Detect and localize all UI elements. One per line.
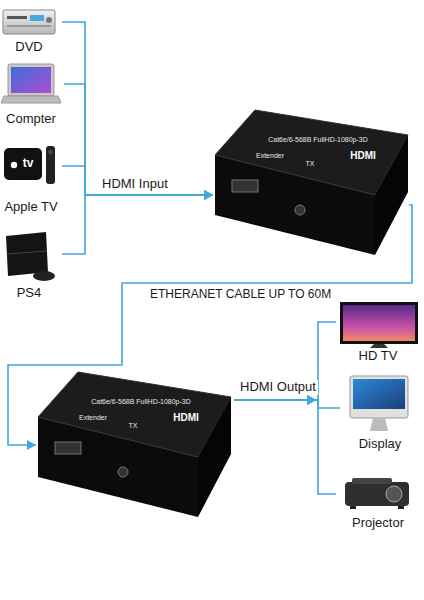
device-label: Projector <box>352 516 404 531</box>
device-label: TX <box>306 160 315 168</box>
connector-line <box>234 322 336 400</box>
projector-foot <box>350 506 356 509</box>
power-jack <box>118 467 128 477</box>
arrowhead <box>204 190 213 200</box>
remote-button <box>48 150 53 155</box>
device-label: Extender <box>79 414 107 422</box>
display-screen <box>353 379 405 409</box>
projector-icon <box>345 478 409 509</box>
device-label: Display <box>359 437 402 452</box>
extender-top <box>38 372 231 457</box>
power-jack <box>295 205 305 215</box>
extender-side <box>375 135 408 255</box>
arrowhead <box>307 395 316 405</box>
laptop-base <box>1 96 61 103</box>
display-icon <box>350 376 408 431</box>
apple-tv-box <box>4 148 42 180</box>
connector-line <box>234 400 336 494</box>
device-label: DVD <box>15 40 42 55</box>
arrowhead <box>204 190 213 200</box>
hd-tv-icon <box>340 302 418 348</box>
hdmi-connector <box>62 190 213 254</box>
device-label: Apple TV <box>4 200 57 215</box>
extender-tx-illustration <box>215 110 408 255</box>
device-label: PS4 <box>17 286 42 301</box>
display-device: Display <box>340 372 422 454</box>
connector-line <box>8 205 412 445</box>
projector-lens <box>386 486 402 502</box>
tv-screen <box>343 305 415 341</box>
arrowhead <box>204 190 213 200</box>
device-label: HD TV <box>359 349 398 364</box>
apple-logo <box>11 162 17 168</box>
connector-label: HDMI Input <box>100 177 170 192</box>
device-label: Extender <box>256 152 284 160</box>
extender-top <box>215 110 408 195</box>
dvd-display <box>30 15 44 21</box>
ps4-groove <box>7 251 47 254</box>
hdmi-port <box>232 180 258 192</box>
hdmi-connector <box>234 322 336 405</box>
display-device: Projector <box>336 464 422 534</box>
connector-label: HDMI Output <box>238 380 318 395</box>
projector-top <box>352 478 392 484</box>
display-device: HD TV <box>336 298 422 368</box>
arrowhead <box>27 440 36 450</box>
printed-text: Cat6e/6-568B FullHD-1080p-3D <box>268 136 368 144</box>
hdmi-connector <box>64 84 213 200</box>
display-stand <box>370 418 388 431</box>
arrowhead <box>307 395 316 405</box>
hdmi-connector <box>8 205 412 450</box>
device-label: HDMI <box>350 150 376 162</box>
hdmi-port <box>55 442 81 454</box>
projector-body <box>345 482 409 506</box>
projector-foot <box>398 506 404 509</box>
connector-line <box>62 195 213 254</box>
ps4-controller <box>33 271 55 281</box>
extender-transmitter: Cat6e/6-568B FullHD-1080p-3D HDMI Extender… <box>213 108 409 256</box>
source-device: DVD <box>0 4 62 60</box>
laptop-screen <box>11 67 51 93</box>
source-device: tvApple TV <box>0 144 62 222</box>
dvd-trim <box>7 25 51 27</box>
dvd-knob <box>46 17 52 23</box>
ps4-icon <box>6 232 55 281</box>
tv-stand <box>370 344 388 348</box>
source-device: PS4 <box>0 228 62 304</box>
connector-label: ETHERANET CABLE UP TO 60M <box>148 288 333 302</box>
connector-line <box>62 166 213 195</box>
laptop-lid <box>8 64 54 96</box>
laptop-icon <box>1 64 61 103</box>
arrowhead <box>307 395 316 405</box>
extender-receiver: Cat6e/6-568B FullHD-1080p-3D HDMI Extender… <box>36 370 234 519</box>
printed-text: tv <box>23 157 34 171</box>
connector-line <box>62 22 213 195</box>
connector-line <box>234 400 340 408</box>
hdmi-connector <box>234 395 340 408</box>
apple-tv-remote <box>46 146 55 184</box>
device-label: Compter <box>6 112 56 127</box>
hdmi-connector <box>234 395 336 494</box>
extender-rx-illustration <box>38 372 231 517</box>
tv-frame <box>340 302 418 344</box>
printed-text: Cat6e/6-568B FullHD-1080p-3D <box>91 398 191 406</box>
apple-tv-icon <box>4 146 55 184</box>
ps4-console <box>6 232 48 276</box>
device-label: HDMI <box>173 412 199 424</box>
device-label: TX <box>129 422 138 430</box>
display-frame <box>350 376 408 418</box>
extender-side <box>198 397 231 517</box>
dvd-slot <box>7 16 27 19</box>
arrowhead <box>204 190 213 200</box>
hdmi-connector <box>62 22 213 200</box>
connector-line <box>64 84 213 195</box>
dvd-player-icon <box>3 10 55 34</box>
dvd-body <box>3 10 55 34</box>
source-device: Compter <box>0 62 64 132</box>
